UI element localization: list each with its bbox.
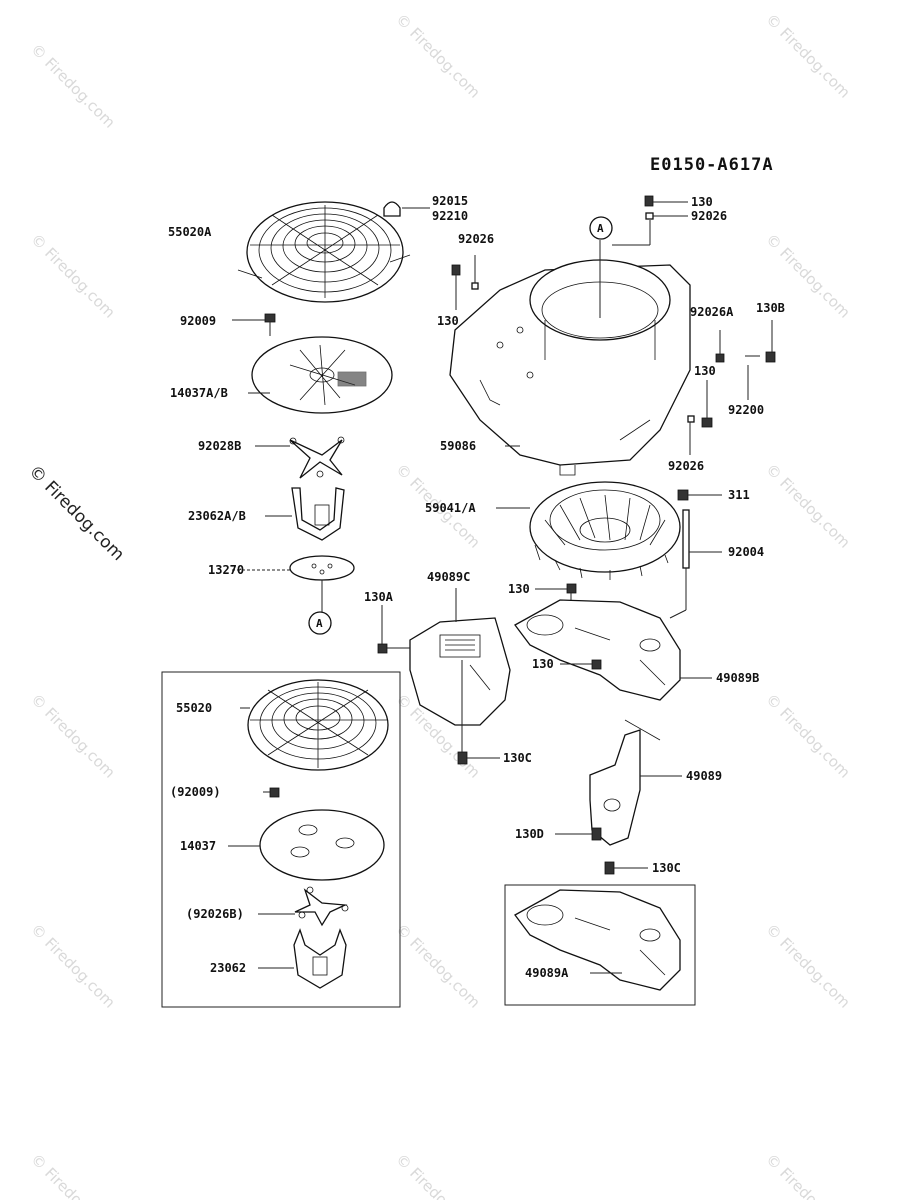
callout-a-circle (308, 611, 332, 635)
watermark: © Firedog.com (27, 230, 119, 322)
label-92026-topright: 92026 (691, 209, 727, 223)
label-59086: 59086 (440, 439, 476, 453)
callout-a-top: A (597, 222, 604, 235)
bolt-130-top (644, 195, 654, 207)
callout-a: A (316, 617, 323, 630)
label-92004: 92004 (728, 545, 764, 559)
fan-plate-14037 (259, 809, 385, 881)
inset-box-alt-parts (161, 671, 401, 1008)
label-92026a: 92026A (690, 305, 734, 319)
bolt-92009 (264, 313, 276, 336)
label-130-left: 130 (437, 314, 459, 328)
label-130b: 130B (756, 301, 785, 315)
label-130c-left: 130C (503, 751, 532, 765)
base-plate-49089a (514, 889, 681, 991)
part-labels: 55020A 92015 92210 92009 14037A/B 92028B… (168, 194, 785, 980)
bolt-130d (591, 827, 602, 841)
label-14037: 14037 (180, 839, 216, 853)
watermark: © Firedog.com (392, 1150, 484, 1200)
washer-92026-low (687, 415, 695, 423)
plate-13270 (289, 555, 355, 581)
bolt-130-left (451, 264, 461, 276)
watermark: © Firedog.com (762, 920, 854, 1012)
washer-92026-top (471, 282, 479, 290)
label-55020: 55020 (176, 701, 212, 715)
label-92009-paren: (92009) (170, 785, 221, 799)
cap-92015-shape (383, 201, 401, 217)
label-92026b-paren: (92026B) (186, 907, 244, 921)
screen-grille-55020a (237, 201, 411, 303)
label-23062ab: 23062A/B (188, 509, 246, 523)
blower-housing-59086 (449, 259, 691, 476)
label-92015: 92015 (432, 194, 468, 208)
label-130d: 130D (515, 827, 544, 841)
bolt-130-fan (566, 583, 577, 594)
label-130-mid: 130 (694, 364, 716, 378)
label-92210: 92210 (432, 209, 468, 223)
label-23062: 23062 (210, 961, 246, 975)
washer-92026-topright (645, 212, 654, 220)
spacer-92026b-alt (294, 886, 349, 927)
nut-311 (677, 489, 689, 501)
bolt-130c-right (604, 861, 615, 875)
label-49089a: 49089A (525, 966, 569, 980)
bracket-23062ab (291, 487, 345, 541)
watermark: © Firedog.com (762, 10, 854, 102)
watermark: © Firedog.com (392, 920, 484, 1012)
label-130-plate: 130 (532, 657, 554, 671)
base-plate-49089b (514, 599, 681, 701)
bolt-130c-left (457, 751, 468, 765)
inset-box-49089a (504, 884, 696, 1006)
watermark: © Firedog.com (27, 1150, 119, 1200)
label-49089c: 49089C (427, 570, 470, 584)
callout-a-circle-top (589, 216, 613, 240)
label-14037ab: 14037A/B (170, 386, 228, 400)
spacer-92028b (289, 436, 345, 479)
bolt-130a (377, 643, 388, 654)
watermark: © Firedog.com (762, 460, 854, 552)
label-59041a: 59041/A (425, 501, 476, 515)
diagram-code: E0150-A617A (650, 155, 774, 175)
label-130c-right: 130C (652, 861, 681, 875)
label-92026-top: 92026 (458, 232, 494, 246)
screen-grille-55020 (247, 679, 389, 771)
side-copyright-watermark: © Firedog.com (24, 461, 128, 565)
bolt-130-mid (701, 417, 713, 428)
label-55020a: 55020A (168, 225, 212, 239)
washer-92026a (715, 353, 725, 363)
watermark: © Firedog.com (762, 690, 854, 782)
label-92200: 92200 (728, 403, 764, 417)
cooling-fan-59041a (529, 481, 681, 580)
cover-49089 (589, 719, 661, 846)
label-49089b: 49089B (716, 671, 759, 685)
watermark: © Firedog.com (762, 1150, 854, 1200)
label-49089: 49089 (686, 769, 722, 783)
watermark: © Firedog.com (27, 40, 119, 132)
bolt-130-plate (591, 659, 602, 670)
label-92028b: 92028B (198, 439, 241, 453)
watermark: © Firedog.com (392, 10, 484, 102)
bracket-23062 (293, 928, 347, 989)
side-cover-49089c (409, 617, 511, 726)
watermark-layer: © Firedog.com © Firedog.com © Firedog.co… (27, 10, 854, 1200)
bolt-130b (765, 351, 776, 363)
stud-92004 (682, 509, 690, 569)
label-130-fan: 130 (508, 582, 530, 596)
fan-plate-14037ab (251, 336, 393, 414)
label-92026-low: 92026 (668, 459, 704, 473)
watermark: © Firedog.com (27, 920, 119, 1012)
label-13270: 13270 (208, 563, 244, 577)
label-130-top: 130 (691, 195, 713, 209)
label-311: 311 (728, 488, 750, 502)
bolt-92009-alt (269, 787, 280, 798)
watermark: © Firedog.com (27, 690, 119, 782)
label-92009: 92009 (180, 314, 216, 328)
label-130a: 130A (364, 590, 394, 604)
